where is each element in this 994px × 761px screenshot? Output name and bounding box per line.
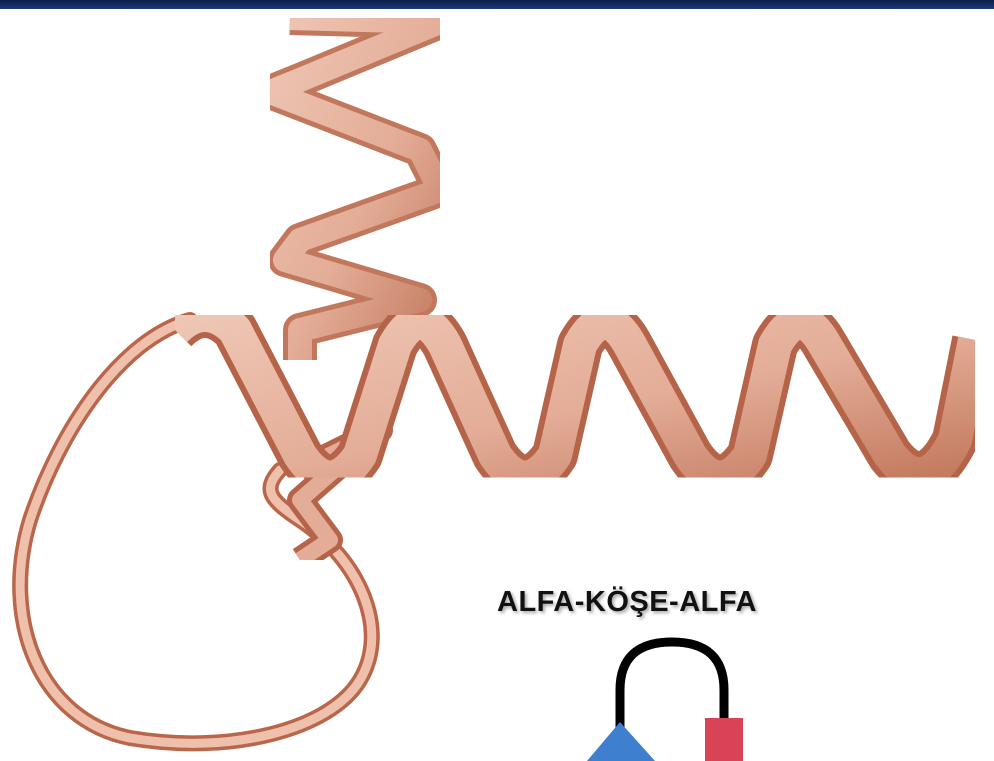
motif-label: ALFA-KÖŞE-ALFA: [497, 586, 757, 619]
helix-corner-helix-symbol: [575, 630, 775, 761]
helix-b-square-icon: [705, 718, 743, 761]
helix-a-triangle-icon: [587, 722, 655, 761]
